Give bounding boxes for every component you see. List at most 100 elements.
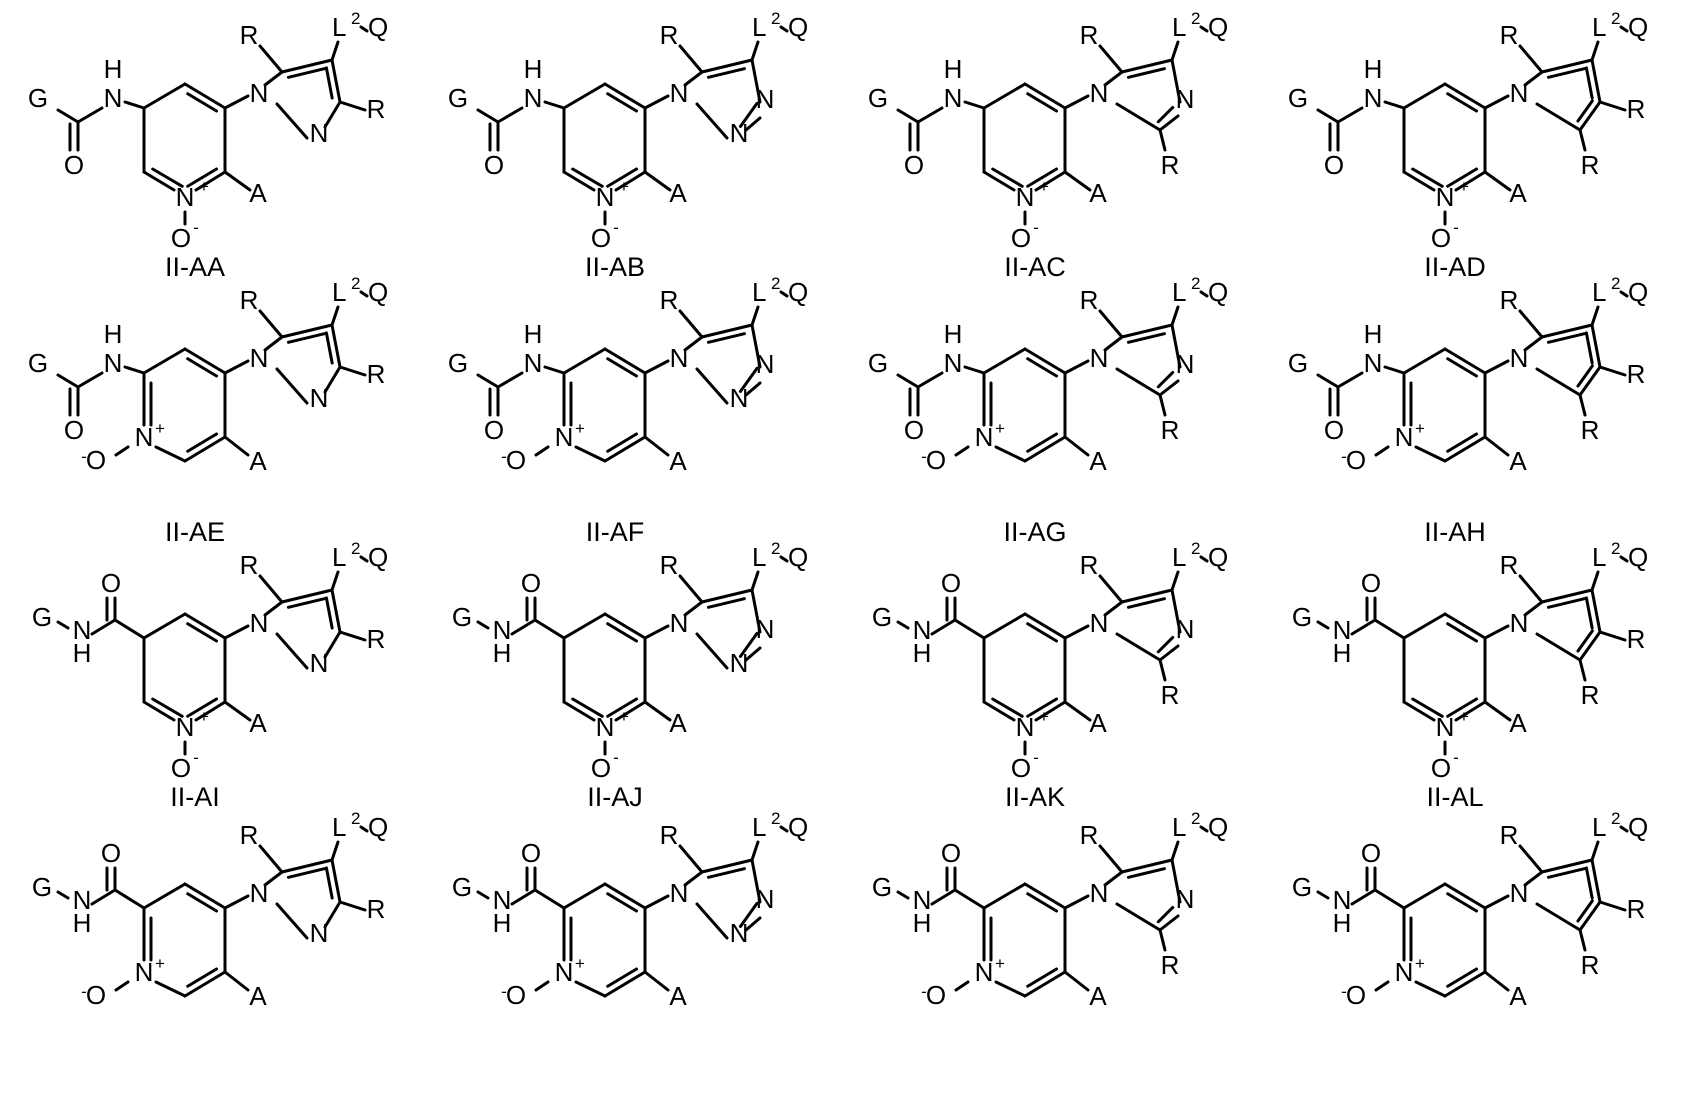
bond (1100, 576, 1122, 602)
bond (282, 60, 332, 72)
atom-label: O (1011, 753, 1031, 783)
bond (225, 702, 250, 720)
bond (898, 622, 908, 628)
atom-label: R (240, 820, 259, 850)
atom-label: R (1080, 285, 1099, 315)
bond (608, 624, 637, 641)
bond (918, 108, 942, 122)
atom-label: Q (1628, 542, 1648, 572)
atom-label: H (104, 319, 123, 349)
bond (1520, 46, 1542, 72)
atom-label: L (1592, 812, 1606, 842)
atom-label: R (1500, 820, 1519, 850)
atom-label: 2 (771, 274, 780, 293)
atom-label: A (1509, 178, 1527, 208)
atom-label: H (944, 54, 963, 84)
atom-label: N (1364, 348, 1383, 378)
atom-label: N (975, 422, 994, 452)
bond (1592, 307, 1598, 325)
bond (188, 894, 217, 911)
atom-label: N (975, 957, 994, 987)
atom-label: A (249, 708, 267, 738)
bond (92, 890, 115, 904)
bond (1404, 884, 1445, 908)
bond (277, 904, 307, 938)
atom-label: N (1090, 878, 1109, 908)
bond (752, 307, 758, 325)
bond (1122, 60, 1172, 72)
atom-label: O (86, 445, 106, 475)
bond (1065, 437, 1088, 455)
atom-label: G (32, 872, 52, 902)
bond (996, 447, 1025, 461)
atom-label: O (86, 980, 106, 1010)
bond (1448, 624, 1477, 641)
bond (1028, 94, 1057, 111)
bond (645, 96, 668, 108)
bond (1520, 846, 1542, 872)
compound-structure: N+O-AONHGNRL2QNRII-AK (872, 539, 1228, 812)
bond (116, 447, 128, 455)
bond (361, 27, 367, 31)
atom-label: O (1346, 445, 1366, 475)
atom-label: L (1592, 542, 1606, 572)
atom-label: + (995, 419, 1005, 438)
bond (781, 557, 787, 561)
bond (680, 46, 702, 72)
bond (340, 902, 365, 910)
atom-label: Q (1208, 812, 1228, 842)
atom-label: N (670, 343, 689, 373)
bond (918, 373, 942, 387)
atom-label: N (250, 343, 269, 373)
atom-label: O (1324, 150, 1344, 180)
atom-label: O (591, 753, 611, 783)
compound-label: II-AF (586, 517, 645, 547)
bond (697, 369, 727, 403)
atom-label: + (619, 177, 629, 196)
bond (564, 702, 594, 720)
bond (1352, 620, 1375, 634)
bond (702, 590, 752, 602)
atom-label: R (1500, 550, 1519, 580)
bond (332, 42, 338, 60)
bond (645, 361, 668, 373)
atom-label: N (670, 878, 689, 908)
bond (1485, 972, 1508, 990)
atom-label: R (1080, 550, 1099, 580)
bond (752, 842, 758, 860)
bond (1172, 572, 1178, 590)
atom-label: N (1395, 422, 1414, 452)
atom-label: 2 (771, 809, 780, 828)
bond (752, 42, 758, 60)
bond (536, 447, 548, 455)
bond (58, 110, 78, 122)
atom-label: N (1090, 78, 1109, 108)
atom-label: N (944, 83, 963, 113)
atom-label: 2 (351, 539, 360, 558)
atom-label: H (1333, 908, 1352, 938)
bond (116, 982, 128, 990)
atom-label: H (913, 638, 932, 668)
atom-label: R (1627, 894, 1646, 924)
bond (260, 846, 282, 872)
bond (1201, 557, 1207, 561)
bond (1621, 827, 1627, 831)
atom-label: 2 (1191, 9, 1200, 28)
atom-label: - (81, 982, 87, 1001)
bond (1100, 46, 1122, 72)
bond (1385, 102, 1404, 108)
atom-label: N (730, 648, 749, 678)
bond (564, 172, 594, 190)
atom-label: R (1581, 150, 1600, 180)
bond (1065, 626, 1088, 638)
atom-label: N (135, 422, 154, 452)
atom-label: 2 (1611, 9, 1620, 28)
bond (1416, 982, 1445, 996)
bond (188, 94, 217, 111)
bond (564, 84, 605, 108)
bond (326, 868, 332, 898)
bond (1117, 104, 1160, 130)
bond (1122, 590, 1172, 602)
bond (680, 576, 702, 602)
